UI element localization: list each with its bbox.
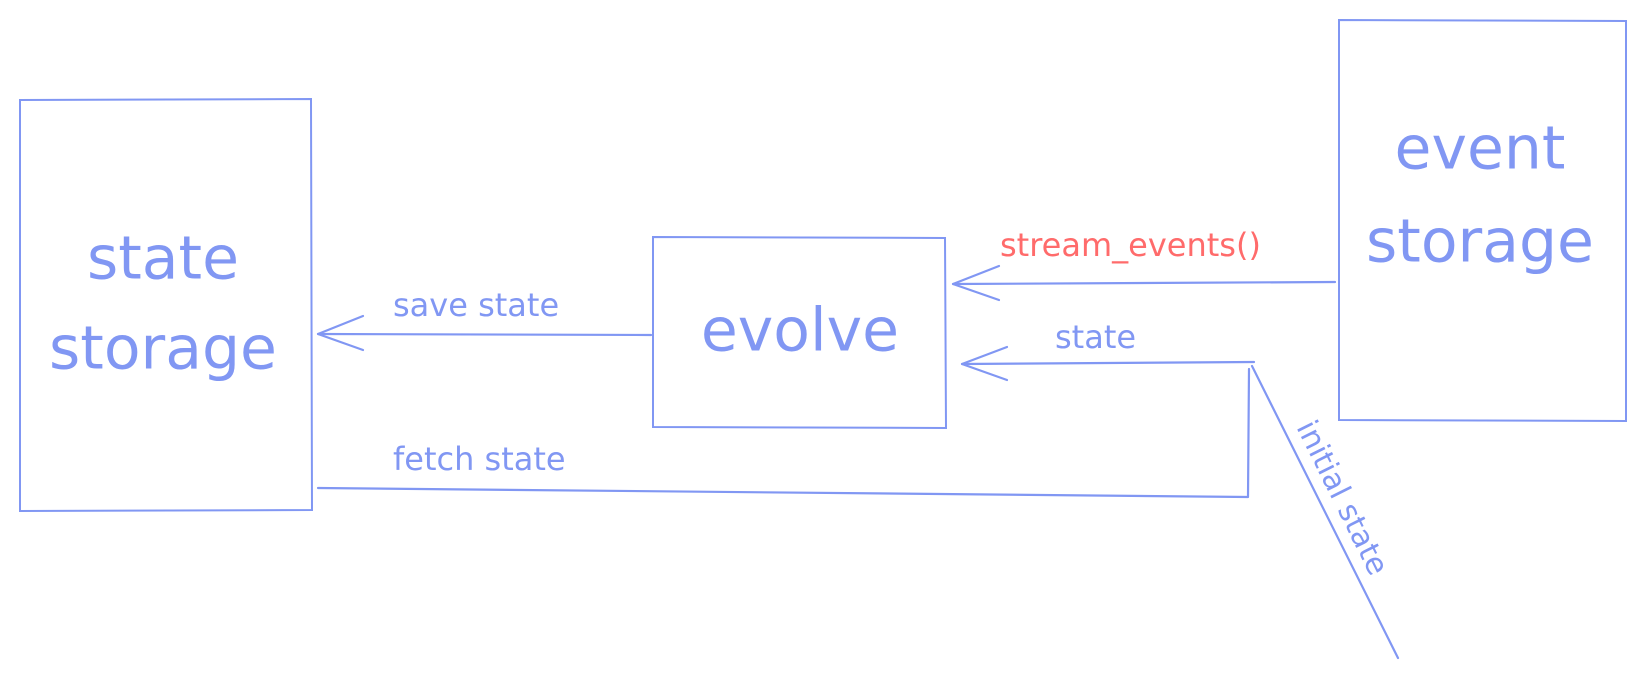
event-storage-box (1338, 18, 1627, 423)
edge-save-state: save state (316, 286, 653, 352)
edge-stream-events: stream_events() (951, 226, 1337, 302)
node-evolve: evolve (652, 235, 948, 430)
initial-state-label: initial state (1289, 415, 1395, 581)
state-arrowhead (960, 345, 1009, 382)
save-state-arrowhead (316, 314, 365, 352)
state-storage-box (19, 97, 314, 513)
state-arrow-line (960, 360, 1256, 366)
edge-state: state (960, 318, 1256, 382)
save-state-label: save state (393, 286, 559, 324)
evolve-box (652, 235, 948, 430)
node-event-storage: event storage (1338, 18, 1627, 423)
event-storage-label-line2: storage (1366, 207, 1594, 277)
node-state-storage: state storage (19, 97, 314, 513)
state-storage-label-line2: storage (49, 314, 277, 384)
fetch-state-label: fetch state (393, 440, 566, 478)
edge-initial-state: initial state (1250, 364, 1400, 660)
evolve-label: evolve (701, 296, 899, 366)
state-label: state (1055, 318, 1136, 356)
stream-events-arrow-line (951, 280, 1337, 286)
edge-fetch-state: fetch state (316, 367, 1251, 499)
state-storage-label-line1: state (87, 224, 239, 294)
initial-state-line (1250, 364, 1400, 660)
stream-events-arrowhead (951, 264, 1001, 302)
stream-events-label: stream_events() (1000, 226, 1261, 264)
save-state-arrow-line (316, 332, 653, 337)
event-storage-label-line1: event (1395, 114, 1566, 184)
fetch-state-line (316, 367, 1251, 499)
